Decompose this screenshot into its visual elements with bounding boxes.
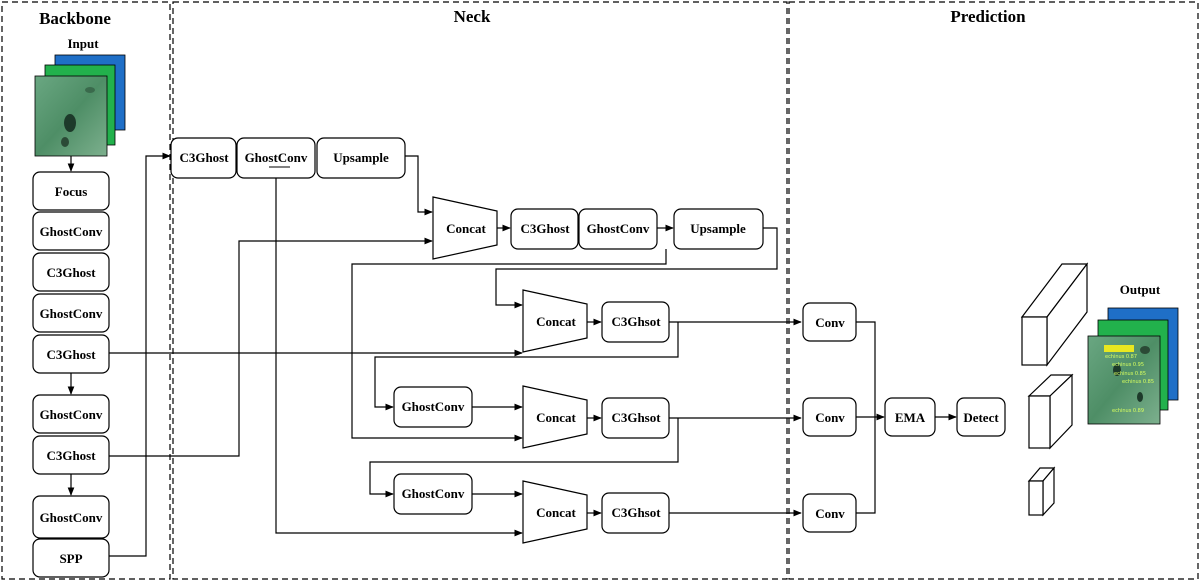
neck-concat-4-shape <box>522 480 588 544</box>
pred-detect-label: Detect <box>963 410 999 425</box>
neck-top-c3ghost-box <box>170 137 237 179</box>
neck-mid-c3ghost-label: C3Ghost <box>520 221 570 236</box>
neck-mid-upsample-label: Upsample <box>690 221 746 236</box>
backbone-c3ghost-3-label: C3Ghost <box>46 448 96 463</box>
backbone-ghostconv-1-label: GhostConv <box>40 224 103 239</box>
prediction-frame <box>788 1 1199 580</box>
output-annotation-4: echinus 0.85 <box>1122 379 1154 385</box>
neck-mid-c3ghost-box <box>510 208 579 250</box>
output-annotation-3: echinus 0.85 <box>1114 371 1146 377</box>
backbone-ghostconv-2-box <box>32 293 110 333</box>
neck-concat-2-label: Concat <box>536 314 576 329</box>
backbone-title: Backbone <box>39 9 111 28</box>
neck-mid-ghostconv-label: GhostConv <box>587 221 650 236</box>
output-annotation-5: echinus 0.89 <box>1112 408 1144 414</box>
neck-concat-3-label: Concat <box>536 410 576 425</box>
backbone-ghostconv-1-box <box>32 211 110 251</box>
backbone-ghostconv-3-box <box>32 394 110 434</box>
neck-concat-3-shape <box>522 385 588 449</box>
neck-concat-1-label: Concat <box>446 221 486 236</box>
arrow-topghostconv-concat4 <box>275 178 523 537</box>
neck-ghostconv-a-label: GhostConv <box>402 399 465 414</box>
backbone-c3ghost-2-label: C3Ghost <box>46 347 96 362</box>
backbone-ghostconv-4-box <box>32 495 110 539</box>
pred-ema-label: EMA <box>895 410 926 425</box>
output-label: Output <box>1120 282 1161 297</box>
neck-c3ghsot-3-label: C3Ghsot <box>611 505 661 520</box>
arrow-c3ghsot1-ghostconva <box>374 322 679 411</box>
backbone-frame <box>1 1 171 580</box>
neck-title: Neck <box>454 7 491 26</box>
output-cuboids <box>1020 262 1089 517</box>
output-annotation-2: echinus 0.95 <box>1112 362 1144 368</box>
backbone-ghostconv-3-label: GhostConv <box>40 407 103 422</box>
pred-conv-2-label: Conv <box>815 410 845 425</box>
input-label: Input <box>67 36 99 51</box>
arrow-upsample-concat2 <box>495 227 778 309</box>
backbone-ghostconv-2-label: GhostConv <box>40 306 103 321</box>
backbone-focus-label: Focus <box>55 184 88 199</box>
arrow-c3ghsot2-ghostconvb <box>369 418 679 498</box>
neck-top-ghostconv-label: GhostConv <box>245 150 308 165</box>
pred-conv-3-label: Conv <box>815 506 845 521</box>
neck-c3ghsot-2-label: C3Ghsot <box>611 410 661 425</box>
arrow-spp-top-c3ghost <box>109 152 171 557</box>
arrow-upsample-concat1 <box>405 155 433 216</box>
prediction-title: Prediction <box>950 7 1026 26</box>
neck-mid-upsample-box <box>673 208 764 250</box>
neck-ghostconv-b-label: GhostConv <box>402 486 465 501</box>
neck-mid-ghostconv-box <box>578 208 658 250</box>
neck-top-upsample-box <box>316 137 406 179</box>
backbone-focus-box <box>32 171 110 211</box>
output-image-stack <box>1087 307 1179 425</box>
arrow-c3ghost3-concat1 <box>109 237 433 457</box>
output-annotation-1: echinus 0.87 <box>1105 354 1137 360</box>
neck-concat-4-label: Concat <box>536 505 576 520</box>
neck-top-c3ghost-label: C3Ghost <box>179 150 229 165</box>
backbone-ghostconv-4-label: GhostConv <box>40 510 103 525</box>
pred-detect-box <box>956 397 1006 437</box>
neck-c3ghsot-1-label: C3Ghsot <box>611 314 661 329</box>
neck-frame <box>172 1 788 580</box>
input-image-stack <box>34 54 126 157</box>
pred-conv-1-label: Conv <box>815 315 845 330</box>
backbone-c3ghost-1-box <box>32 252 110 292</box>
backbone-spp-box <box>32 538 110 578</box>
neck-concat-2-shape <box>522 289 588 353</box>
neck-top-upsample-label: Upsample <box>333 150 389 165</box>
neck-concat-1-shape <box>432 196 498 260</box>
backbone-spp-label: SPP <box>59 551 82 566</box>
arrow-midghostconv-concat3 <box>351 249 667 442</box>
backbone-c3ghost-1-label: C3Ghost <box>46 265 96 280</box>
